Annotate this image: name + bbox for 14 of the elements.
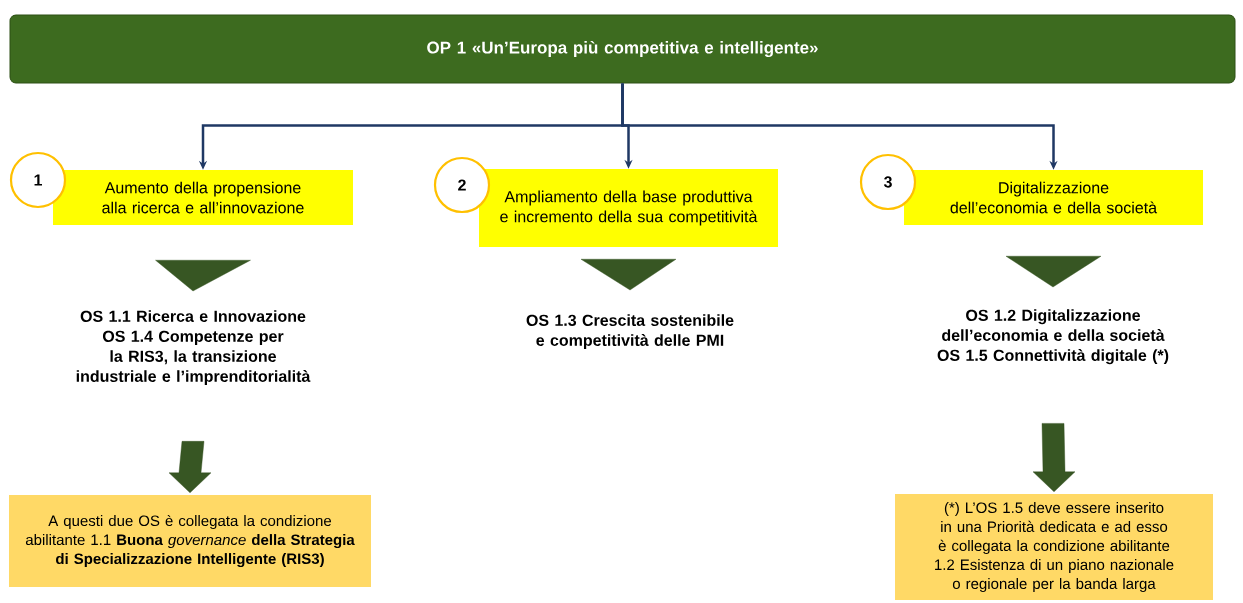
objective-text: OS 1.2 Digitalizzazione dell’economia e della società OS 1.5 Connettività digitale (*) bbox=[937, 309, 1169, 365]
objective-text: OS 1.3 Crescita sostenibile e competitività delle PMI bbox=[526, 314, 734, 350]
note-box: (*) L’OS 1.5 deve essere inserito in una Priorità dedicata e ad esso è collegata la condizione abilitante 1.2 Esistenza di un piano nazionale o regionale per la banda larga bbox=[895, 494, 1213, 600]
chevron-arrow bbox=[1005, 256, 1102, 288]
objective-text: OS 1.1 Ricerca e Innovazione OS 1.4 Competenze per la RIS3, la transizione industriale e l’imprenditorialità bbox=[76, 310, 311, 386]
block-arrow bbox=[1032, 423, 1076, 492]
objective-box: Digitalizzazione dell’economia e della società bbox=[904, 170, 1203, 225]
objective-box: Aumento della propensione alla ricerca e all’innovazione bbox=[53, 170, 353, 225]
header-box: OP 1 «Un’Europa più competitiva e intelligente» bbox=[9, 14, 1236, 84]
note-box: A questi due OS è collegata la condizione abilitante 1.1 Buona governance della Strategia di Specializzazione Intelligente (RIS3) bbox=[9, 495, 371, 587]
chevron-arrow bbox=[580, 259, 677, 291]
objective-box: Ampliamento della base produttiva e incremento della sua competitività bbox=[479, 169, 778, 247]
chevron-arrow bbox=[155, 260, 251, 292]
block-arrow bbox=[168, 441, 212, 493]
